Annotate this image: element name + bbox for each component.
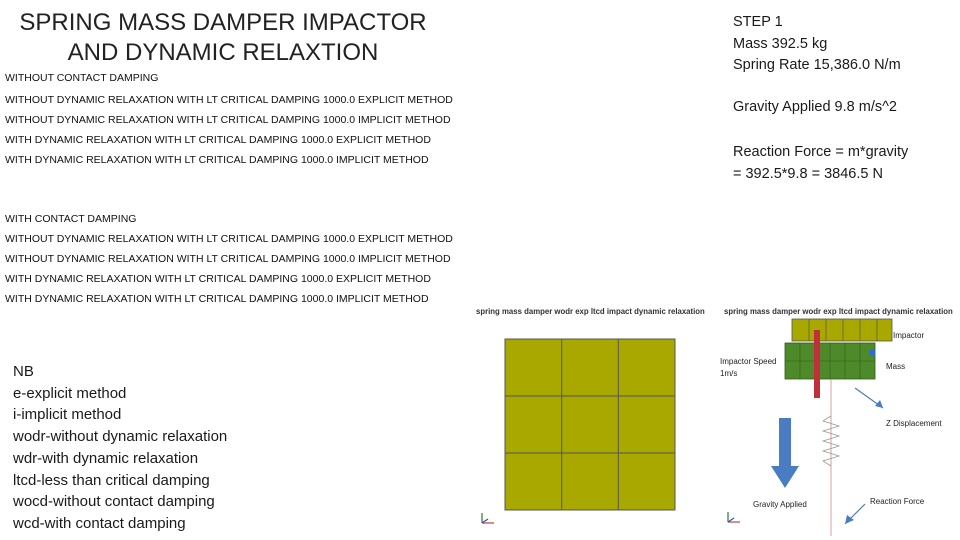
note-item: wcd-with contact damping: [13, 514, 186, 532]
gravity-info: Gravity Applied 9.8 m/s^2: [733, 99, 897, 115]
notes-heading: NB: [13, 363, 34, 380]
step-info: STEP 1 Mass 392.5 kg Spring Rate 15,386.…: [733, 12, 901, 77]
without-contact-line: WITHOUT DYNAMIC RELAXATION WITH LT CRITI…: [5, 94, 453, 106]
without-contact-heading: WITHOUT CONTACT DAMPING: [5, 72, 159, 84]
sim-right-title: spring mass damper wodr exp ltcd impact …: [724, 307, 953, 316]
note-item: i-implicit method: [13, 406, 122, 424]
gravity-applied-label: Gravity Applied: [753, 500, 807, 509]
page-title: SPRING MASS DAMPER IMPACTOR AND DYNAMIC …: [19, 9, 427, 66]
reaction-info: Reaction Force = m*gravity = 392.5*9.8 =…: [733, 142, 908, 185]
reaction-force-label: Reaction Force: [870, 497, 925, 506]
impactor-speed-label: Impactor Speed: [720, 357, 777, 366]
mass-block: [784, 342, 876, 380]
mass-label: Mass: [886, 362, 906, 371]
reaction-formula: Reaction Force = m*gravity: [733, 144, 909, 160]
spring-rate-value: Spring Rate 15,386.0 N/m: [733, 57, 901, 73]
note-item: wodr-without dynamic relaxation: [13, 428, 228, 446]
gravity-arrow-icon: [771, 418, 799, 488]
impactor-mesh: [791, 318, 893, 342]
note-item: ltcd-less than critical damping: [13, 471, 210, 489]
with-contact-line: WITH DYNAMIC RELAXATION WITH LT CRITICAL…: [5, 293, 429, 305]
spring-coil: [821, 415, 841, 467]
without-contact-line: WITHOUT DYNAMIC RELAXATION WITH LT CRITI…: [5, 114, 451, 126]
notes-block: NB e-explicit method i-implicit method w…: [13, 361, 227, 535]
with-contact-line: WITHOUT DYNAMIC RELAXATION WITH LT CRITI…: [5, 233, 453, 245]
impactor-label: Impactor: [893, 331, 925, 340]
z-displacement-label: Z Displacement: [886, 419, 942, 428]
sim-left-title: spring mass damper wodr exp ltcd impact …: [476, 307, 705, 316]
without-contact-line: WITH DYNAMIC RELAXATION WITH LT CRITICAL…: [5, 154, 429, 166]
impactor-speed-value: 1m/s: [720, 369, 738, 378]
mass-value: Mass 392.5 kg: [733, 35, 828, 52]
sim-right-viewport: [727, 318, 893, 536]
with-contact-line: WITH DYNAMIC RELAXATION WITH LT CRITICAL…: [5, 273, 431, 285]
step-label: STEP 1: [733, 14, 783, 30]
z-displacement-arrow-icon: [854, 387, 884, 409]
reaction-force-arrow-icon: [844, 503, 866, 525]
axis-triad-icon: [481, 513, 494, 524]
reaction-result: = 392.5*9.8 = 3846.5 N: [733, 165, 883, 182]
note-item: wocd-without contact damping: [13, 493, 215, 511]
note-item: wdr-with dynamic relaxation: [13, 449, 199, 467]
impactor-rod: [814, 330, 820, 398]
with-contact-heading: WITH CONTACT DAMPING: [5, 213, 137, 225]
sim-left-viewport: [481, 338, 676, 524]
mass-mesh: [504, 338, 676, 511]
without-contact-line: WITH DYNAMIC RELAXATION WITH LT CRITICAL…: [5, 134, 431, 146]
axis-triad-icon: [727, 512, 740, 523]
with-contact-line: WITHOUT DYNAMIC RELAXATION WITH LT CRITI…: [5, 253, 451, 265]
note-item: e-explicit method: [13, 384, 127, 402]
